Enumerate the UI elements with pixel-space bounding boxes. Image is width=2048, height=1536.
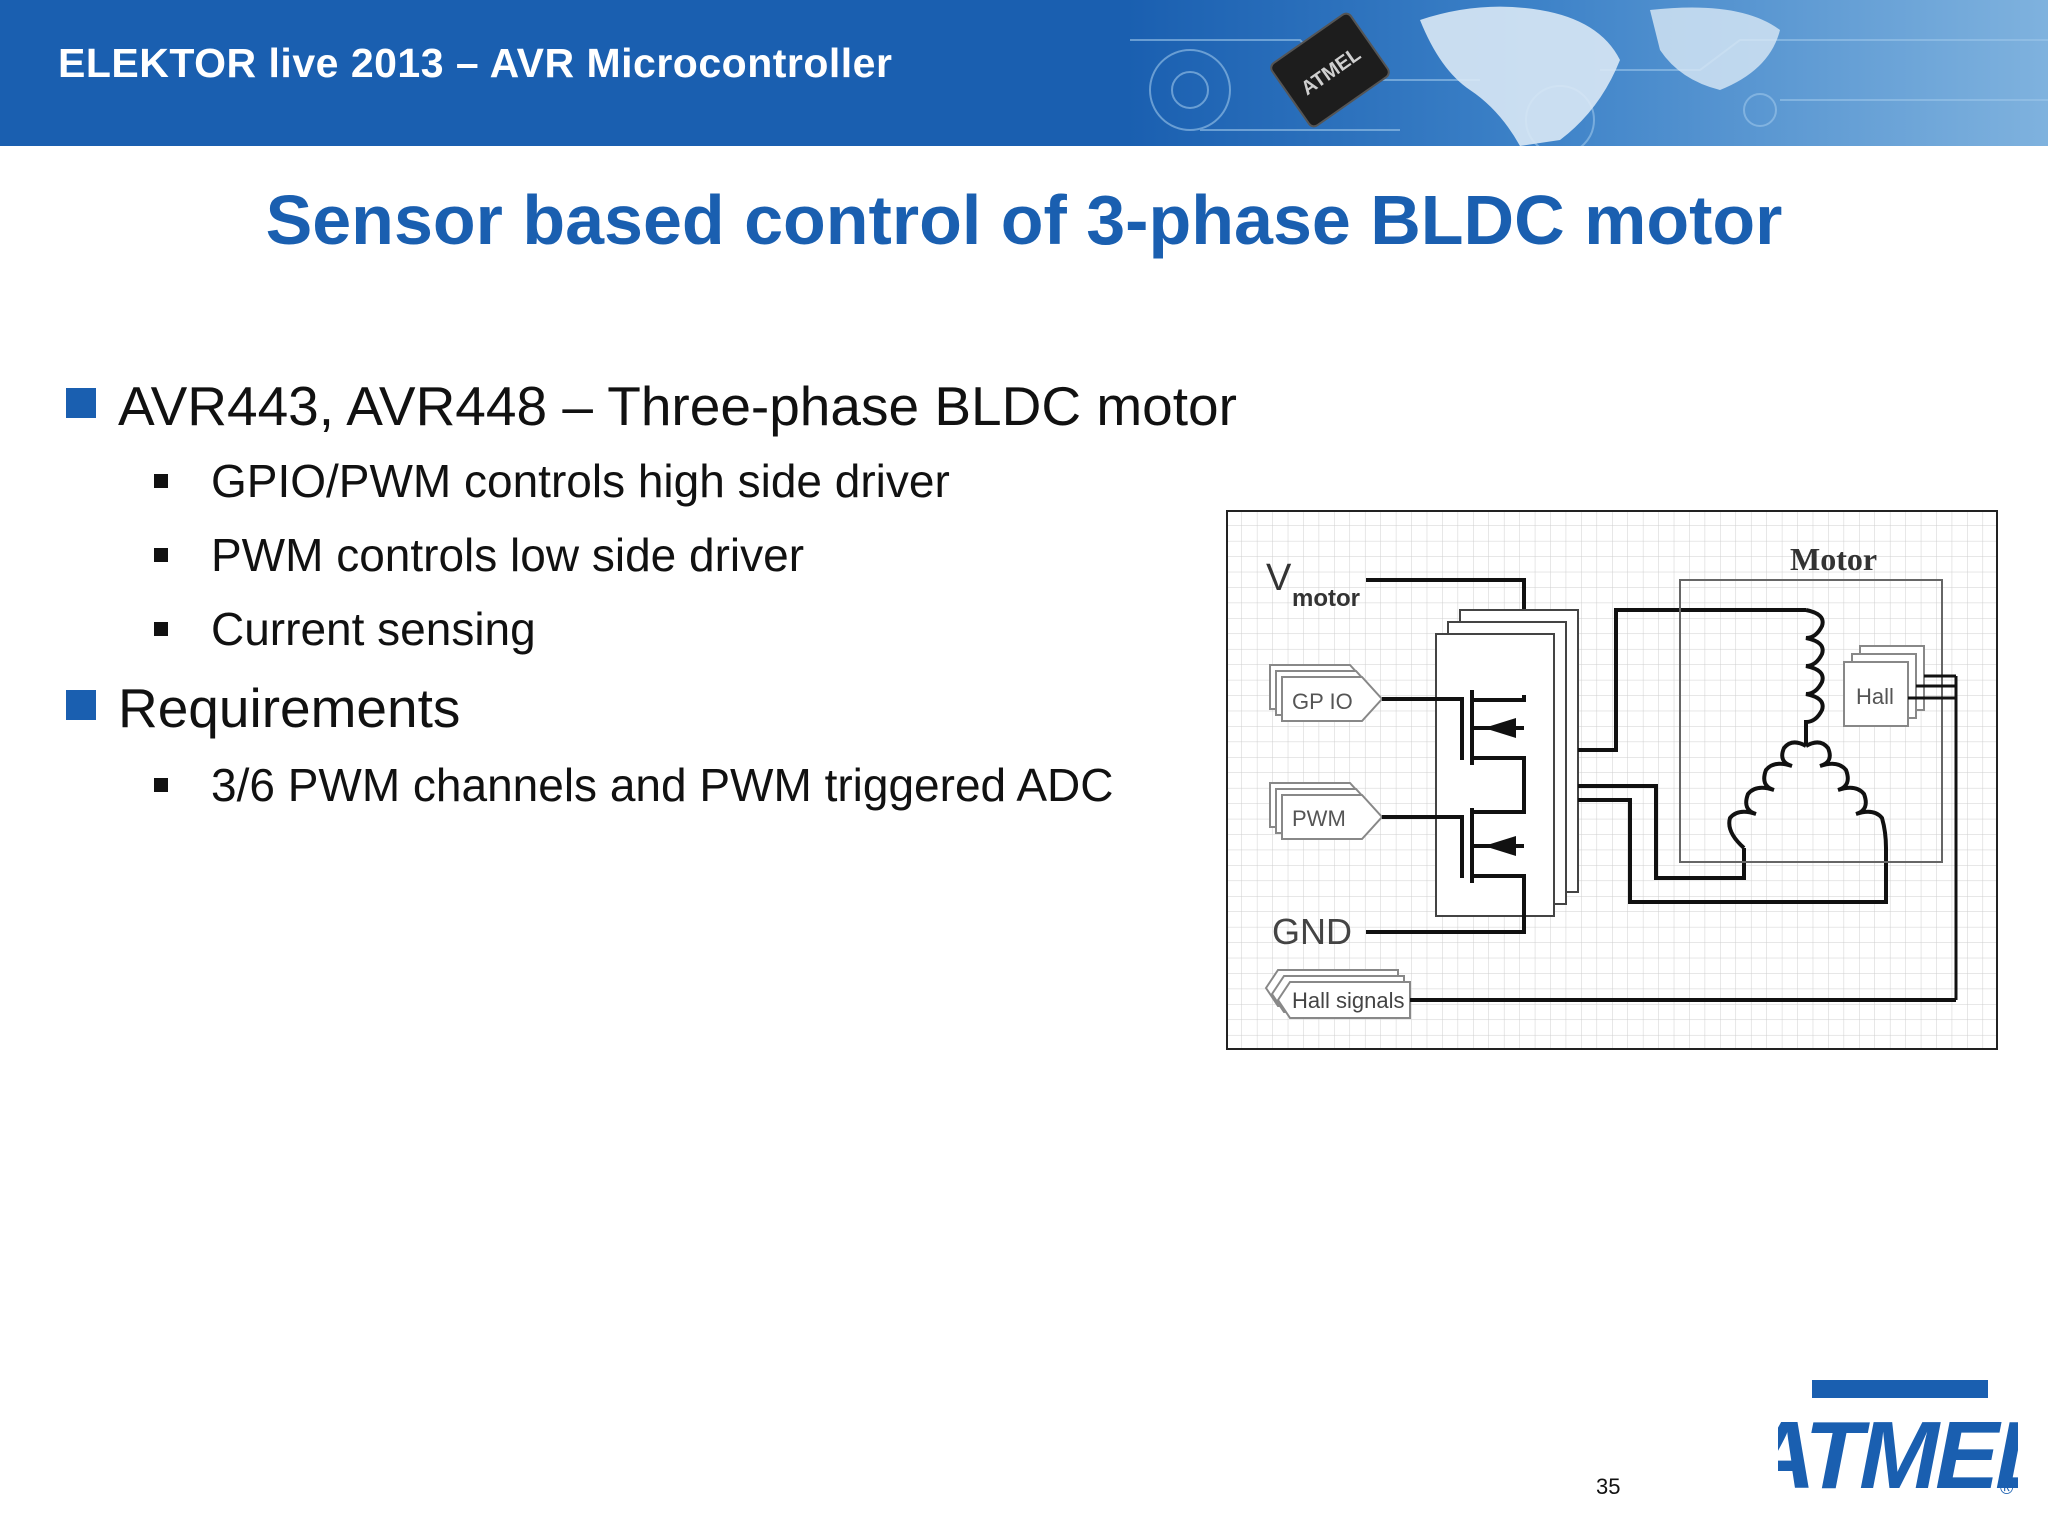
header-title: ELEKTOR live 2013 – AVR Microcontroller bbox=[58, 40, 893, 86]
chip-icon: ATMEL bbox=[1270, 12, 1390, 128]
bullet-square-icon bbox=[154, 778, 168, 792]
motor-label: Motor bbox=[1790, 541, 1877, 577]
svg-text:GP IO: GP IO bbox=[1292, 689, 1353, 714]
bullet-square-icon bbox=[154, 622, 168, 636]
slide-title: Sensor based control of 3-phase BLDC mot… bbox=[265, 181, 1783, 259]
bullet-square-icon bbox=[154, 548, 168, 562]
vmotor-subscript: motor bbox=[1292, 585, 1360, 612]
low-side-mosfet bbox=[1382, 780, 1526, 930]
hall-signals-port: Hall signals bbox=[1264, 969, 1411, 1019]
svg-text:PWM: PWM bbox=[1292, 806, 1346, 831]
svg-text:®: ® bbox=[2000, 1478, 2013, 1498]
hall-sensor: Hall bbox=[1843, 645, 1925, 727]
svg-text:Hall signals: Hall signals bbox=[1292, 988, 1405, 1013]
bullet-square-icon bbox=[66, 690, 96, 720]
atmel-logo: ATMEL ® bbox=[1778, 1380, 2018, 1500]
world-map-shape bbox=[1420, 6, 1620, 146]
pwm-input-port: PWM bbox=[1269, 782, 1384, 840]
motor: Motor Hall bbox=[1679, 541, 1958, 1000]
svg-text:Hall: Hall bbox=[1856, 684, 1894, 709]
driver-bridge bbox=[1435, 609, 1579, 917]
header-banner: ATMEL ELEKTOR live 2013 – AVR Microcontr… bbox=[0, 0, 2048, 146]
bldc-circuit-diagram: V motor GP IO PWM GND bbox=[1226, 510, 1998, 1050]
gnd-label: GND bbox=[1272, 911, 1352, 952]
page-number: 35 bbox=[1596, 1474, 1621, 1499]
bullet-square-icon bbox=[154, 474, 168, 488]
header-background-art: ATMEL bbox=[0, 0, 2048, 146]
bullet-square-icon bbox=[66, 388, 96, 418]
vmotor-label: V bbox=[1266, 557, 1292, 599]
svg-text:ATMEL: ATMEL bbox=[1778, 1402, 2018, 1500]
gpio-input-port: GP IO bbox=[1269, 664, 1384, 722]
